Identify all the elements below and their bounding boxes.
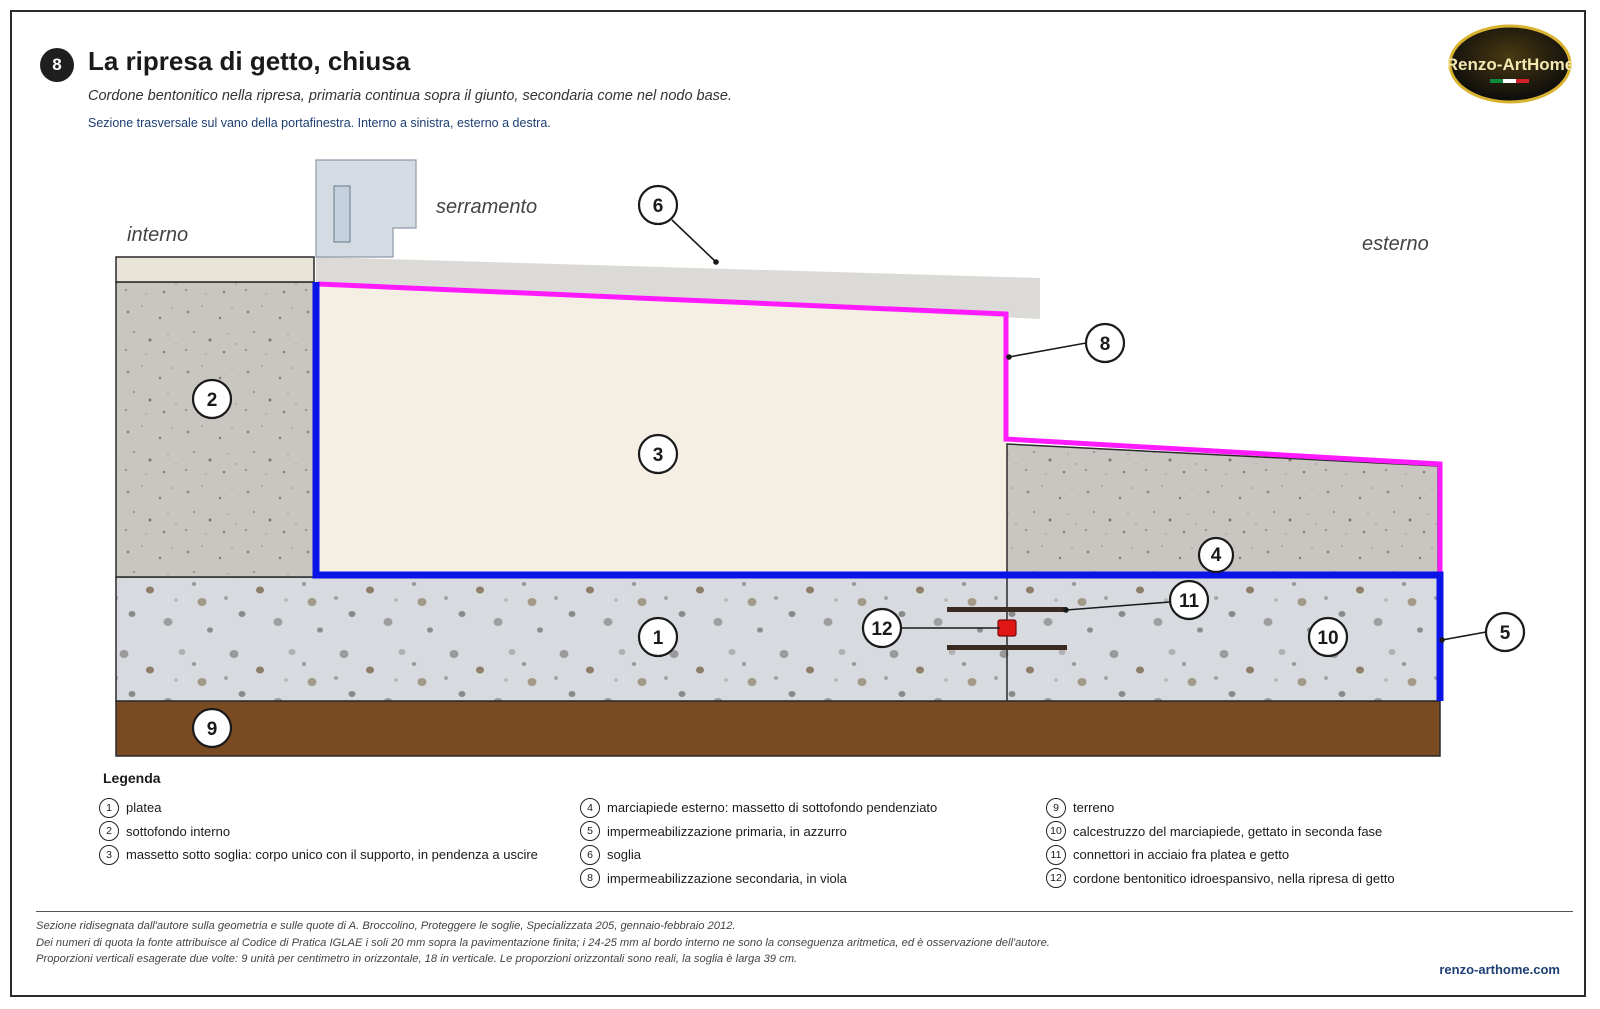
section-note: Sezione trasversale sul vano della porta… [88,116,551,130]
label-esterno: esterno [1362,233,1429,255]
svg-text:1: 1 [653,628,664,649]
svg-text:2: 2 [207,390,218,411]
window-frame [315,159,417,258]
credit-line-2: Dei numeri di quota la fonte attribuisce… [36,936,1050,949]
threshold-screed [316,284,1007,573]
soil-layer [115,700,1441,757]
svg-text:12: 12 [871,619,892,640]
svg-text:10: 10 [1317,628,1338,649]
svg-text:8: 8 [1100,334,1111,355]
renzo-arthome-logo: Renzo-ArtHome [1448,24,1572,104]
sill [316,257,1040,319]
page-title: La ripresa di getto, chiusa [88,46,411,76]
callout-1: 1 [637,616,679,658]
callout-5: 5 [1484,611,1526,653]
interior-subfloor [115,281,315,578]
callout-12: 12 [861,607,903,649]
steel-connector-upper [947,607,1067,612]
callout-6: 6 [637,184,679,226]
logo-text: Renzo-ArtHome [1448,55,1572,74]
svg-text:4: 4 [1211,545,1222,566]
slab-layer [115,576,1441,702]
primary-waterproofing [312,282,1444,701]
footer-divider [36,911,1573,912]
bentonite-cordon [997,619,1017,637]
window-profile [333,185,351,243]
callout-2: 2 [191,378,233,420]
site-link[interactable]: renzo-arthome.com [1439,962,1560,977]
svg-text:11: 11 [1179,591,1200,612]
secondary-waterproofing [317,281,1443,573]
label-serramento: serramento [436,196,537,218]
svg-text:9: 9 [207,719,218,740]
callout-9: 9 [191,707,233,749]
callout-3: 3 [637,433,679,475]
credit-line-1: Sezione ridisegnata dall'autore sulla ge… [36,920,736,932]
callout-11: 11 [1168,579,1210,621]
callout-4: 4 [1197,536,1235,574]
svg-text:6: 6 [653,196,664,217]
page-subtitle: Cordone bentonitico nella ripresa, prima… [88,88,733,104]
credit-line-3: Proporzioni verticali esagerate due volt… [36,953,798,965]
svg-text:3: 3 [653,445,664,466]
label-interno: interno [127,224,188,246]
callout-10: 10 [1307,616,1349,658]
legend-title: Legenda [103,770,161,786]
svg-text:5: 5 [1500,623,1511,644]
interior-floor-finish [115,256,315,283]
footer-credits: Sezione ridisegnata dall'autore sulla ge… [36,918,1050,968]
callout-8: 8 [1084,322,1126,364]
title-badge: 8 [40,48,74,82]
steel-connector-lower [947,645,1067,650]
